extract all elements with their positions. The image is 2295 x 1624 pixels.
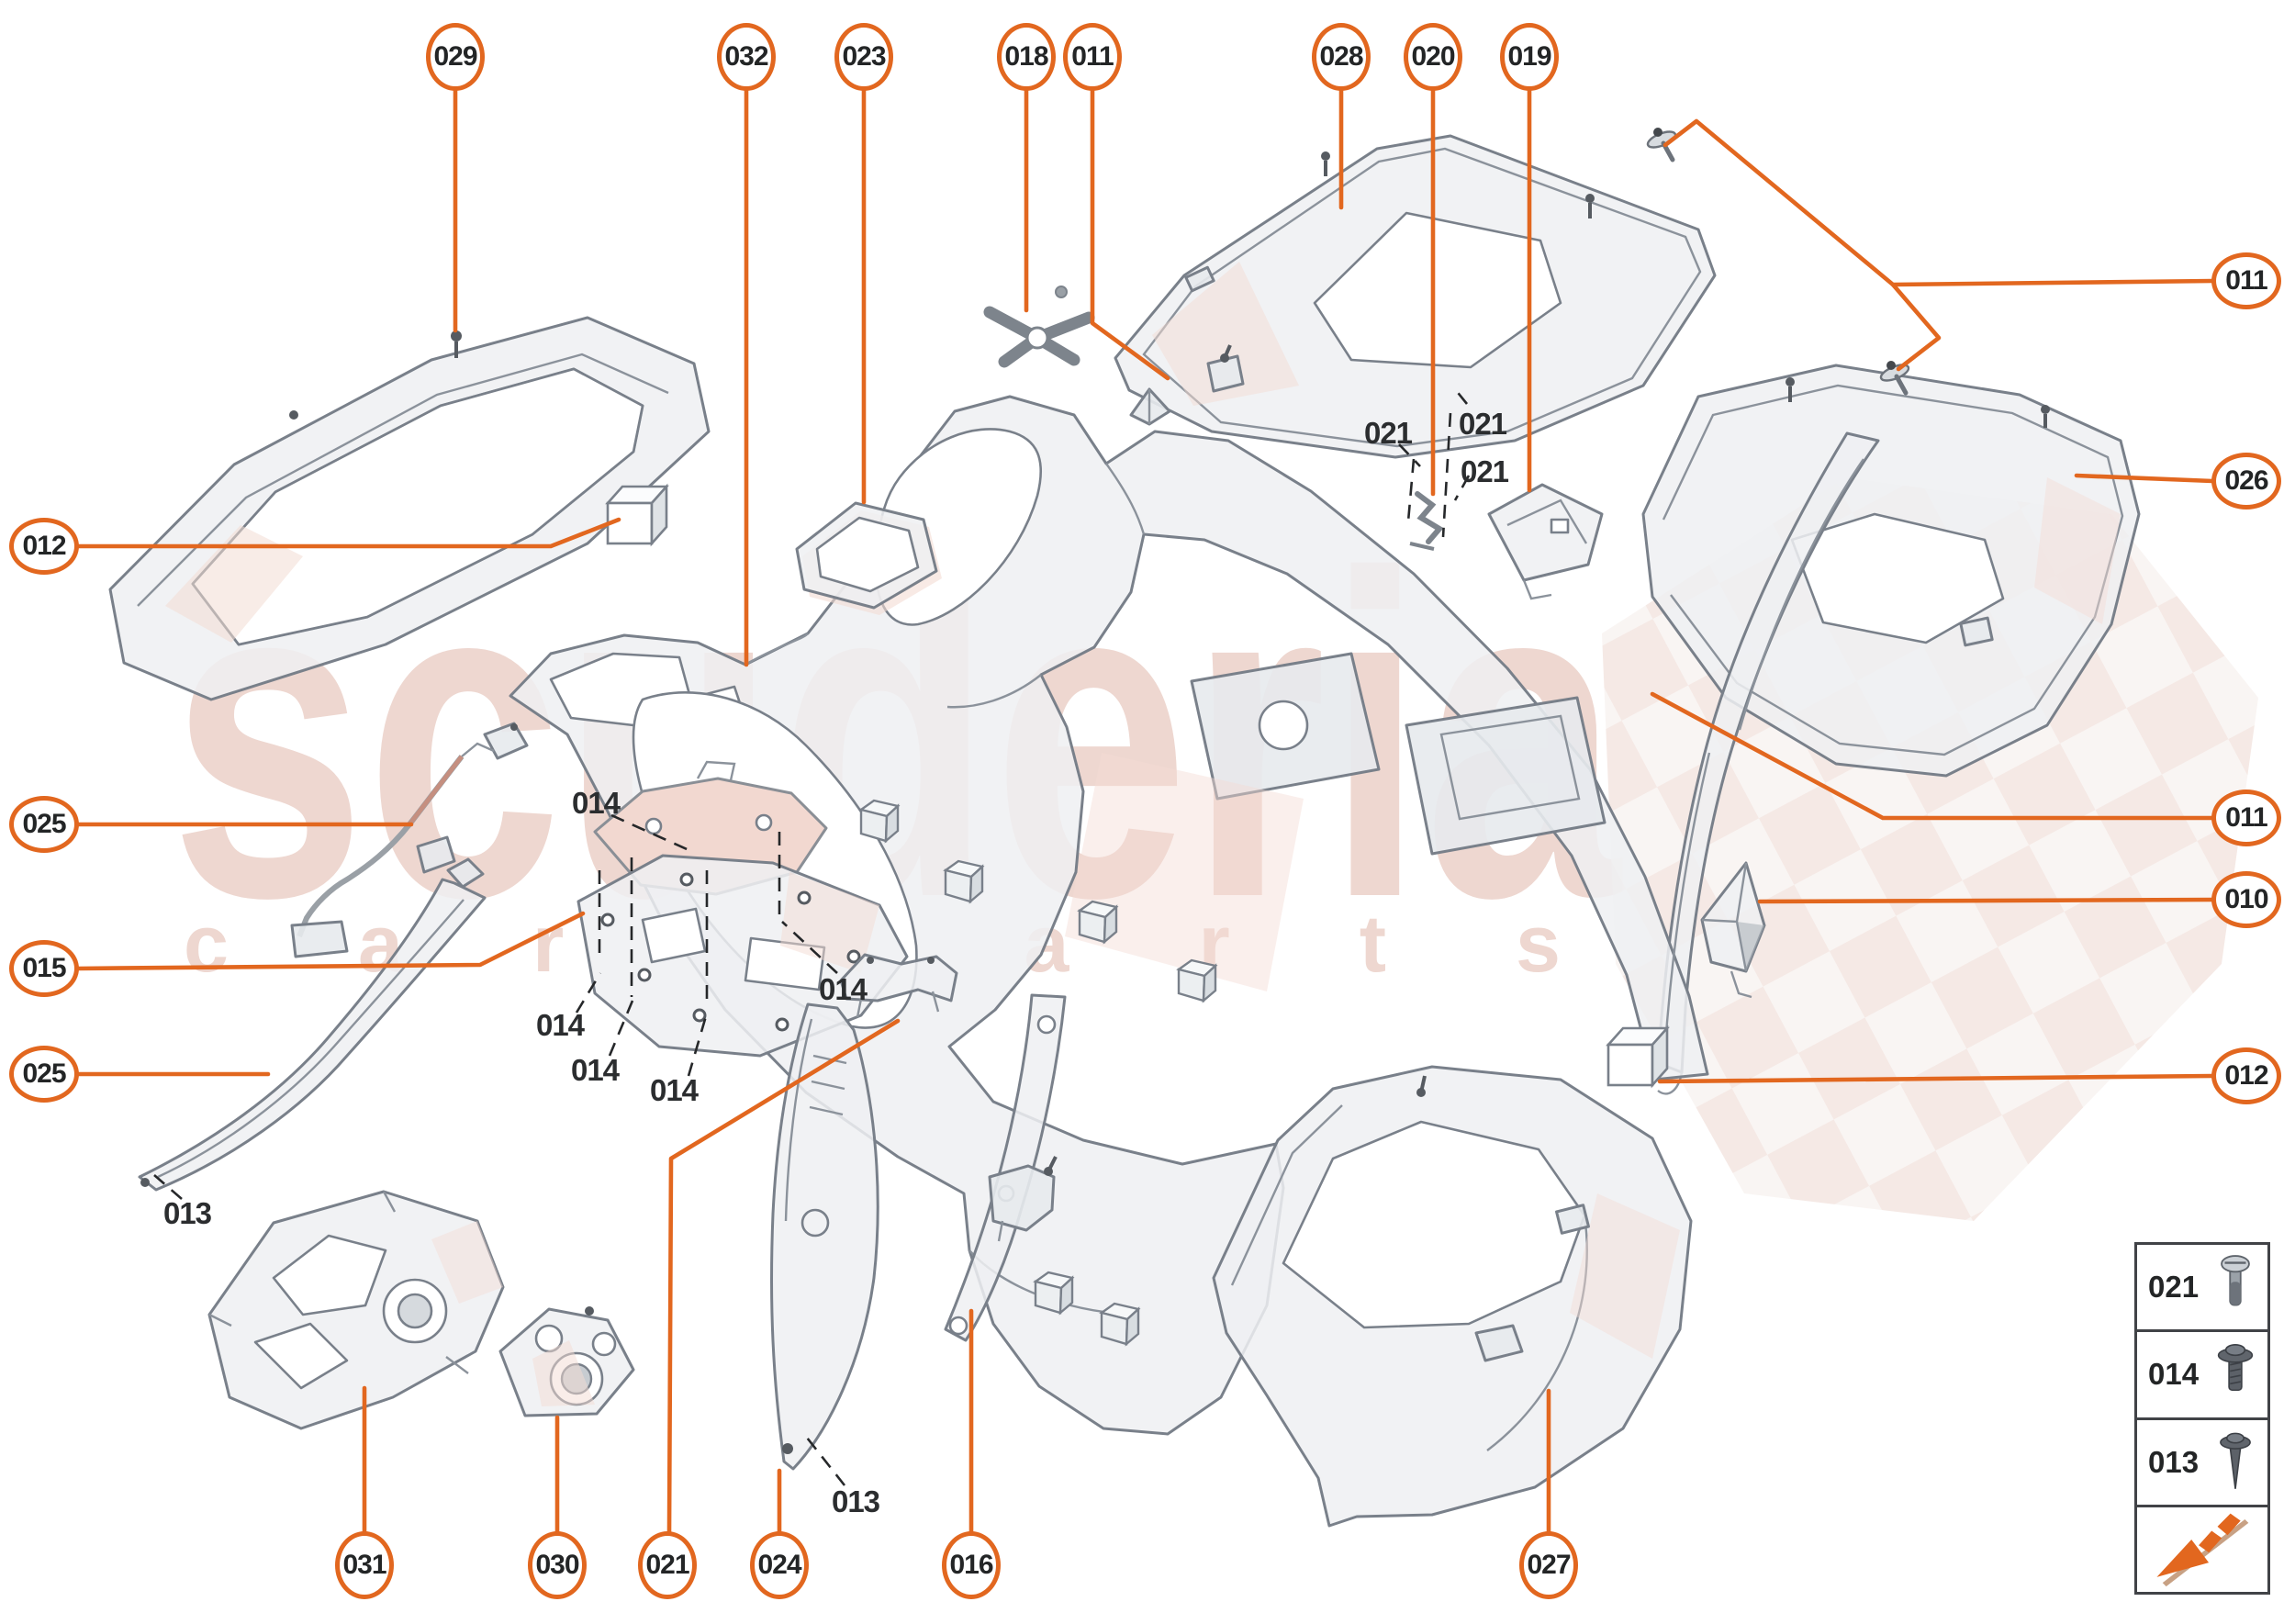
fastener-legend: 021 014 013 — [2134, 1242, 2270, 1595]
callout-badge-012-right[interactable]: 012 — [2211, 1047, 2281, 1104]
part-027-rear-quarter-panel — [1212, 1065, 1693, 1528]
legend-code-021: 021 — [2148, 1270, 2200, 1305]
leader-011-right-2 — [1650, 691, 2215, 821]
callout-badge-018[interactable]: 018 — [997, 23, 1056, 91]
legend-row-021: 021 — [2137, 1245, 2267, 1333]
leader-015 — [74, 911, 586, 971]
part-031-sunroof-frame-plate — [207, 1190, 505, 1430]
part-025-windscreen-trim-strip — [138, 857, 487, 1192]
callout-badge-027[interactable]: 027 — [1519, 1531, 1578, 1599]
callout-badge-019[interactable]: 019 — [1500, 23, 1559, 91]
legend-code-013: 013 — [2148, 1444, 2200, 1479]
clip-011-square — [1206, 344, 1245, 393]
callout-badge-011-right-1[interactable]: 011 — [2211, 252, 2281, 309]
legend-row-013: 013 — [2137, 1420, 2267, 1507]
leader-010 — [1757, 897, 2215, 904]
clip-011-pyramid — [1129, 387, 1171, 426]
callout-badge-010[interactable]: 010 — [2211, 871, 2281, 928]
fastener-label-014-7: 014 — [818, 972, 868, 1006]
part-020-s-clip — [1409, 491, 1444, 551]
flange-rivet-icon — [2217, 1344, 2254, 1392]
part-010-pillar-cover — [1700, 861, 1766, 999]
callout-badge-029[interactable]: 029 — [426, 23, 485, 91]
legend-row-logo — [2137, 1507, 2267, 1592]
leader-026 — [2074, 473, 2215, 484]
fastener-label-014-5: 014 — [570, 1053, 620, 1087]
callout-badge-024[interactable]: 024 — [750, 1531, 809, 1599]
part-018-cross-bracket — [983, 286, 1095, 368]
callout-badge-016[interactable]: 016 — [942, 1531, 1001, 1599]
callout-badge-026[interactable]: 026 — [2211, 453, 2281, 510]
part-012-foam-block-left — [605, 483, 669, 547]
callout-badge-020[interactable]: 020 — [1404, 23, 1462, 91]
part-012-foam-block-right — [1606, 1025, 1670, 1089]
callout-badge-011-right-2[interactable]: 011 — [2211, 790, 2281, 846]
callout-badge-011-top[interactable]: 011 — [1063, 23, 1122, 91]
callout-badge-031[interactable]: 031 — [335, 1531, 394, 1599]
leader-021-bottom — [666, 1018, 901, 1535]
callout-badge-023[interactable]: 023 — [834, 23, 893, 91]
pan-head-screw-icon — [2221, 1255, 2250, 1306]
fastener-label-021-1: 021 — [1458, 407, 1507, 441]
leader-012-left — [74, 517, 621, 549]
leader-012-right — [1657, 1073, 2215, 1084]
callout-badge-015[interactable]: 015 — [9, 940, 79, 997]
legend-code-014: 014 — [2148, 1357, 2200, 1392]
part-030-gasket-plate — [498, 1306, 635, 1417]
part-019-corner-bracket — [1487, 483, 1604, 600]
leader-011-top — [1090, 88, 1170, 381]
fastener-label-014-3: 014 — [571, 786, 621, 820]
leader-011-right-1 — [1662, 118, 2215, 287]
callout-badge-032[interactable]: 032 — [717, 23, 776, 91]
dashed-reference-lines — [153, 388, 1471, 1486]
fastener-label-014-4: 014 — [535, 1008, 585, 1042]
self-tapping-screw-icon — [2220, 1432, 2251, 1489]
leader-011-right-1b — [1890, 282, 1942, 372]
fastener-label-021-2: 021 — [1460, 454, 1509, 488]
callout-badge-025-left-2[interactable]: 025 — [9, 1046, 79, 1103]
callout-badge-028[interactable]: 028 — [1312, 23, 1371, 91]
callout-badge-021-bottom[interactable]: 021 — [638, 1531, 697, 1599]
part-016-bracket-strap — [944, 993, 1067, 1342]
legend-row-014: 014 — [2137, 1332, 2267, 1420]
fastener-label-014-6: 014 — [649, 1073, 699, 1107]
fastener-label-013-9: 013 — [831, 1484, 880, 1518]
part-024-pillar-trim — [770, 1002, 879, 1471]
leader-lines — [74, 88, 2215, 1535]
fastener-label-013-8: 013 — [162, 1196, 212, 1230]
part-028-front-headliner-panel — [1114, 134, 1717, 459]
direction-arrow-logo — [2156, 1513, 2249, 1586]
fastener-label-021-0: 021 — [1363, 416, 1413, 450]
callout-badge-025-left-1[interactable]: 025 — [9, 796, 79, 853]
part-023-hatch-cover — [795, 501, 942, 615]
callout-badge-012-left[interactable]: 012 — [9, 518, 79, 575]
callout-badge-030[interactable]: 030 — [528, 1531, 587, 1599]
part-021-mounting-bracket — [839, 953, 958, 1018]
part-025-harness-strip — [290, 722, 529, 958]
part-029-sunroof-frame-trim — [108, 316, 711, 701]
